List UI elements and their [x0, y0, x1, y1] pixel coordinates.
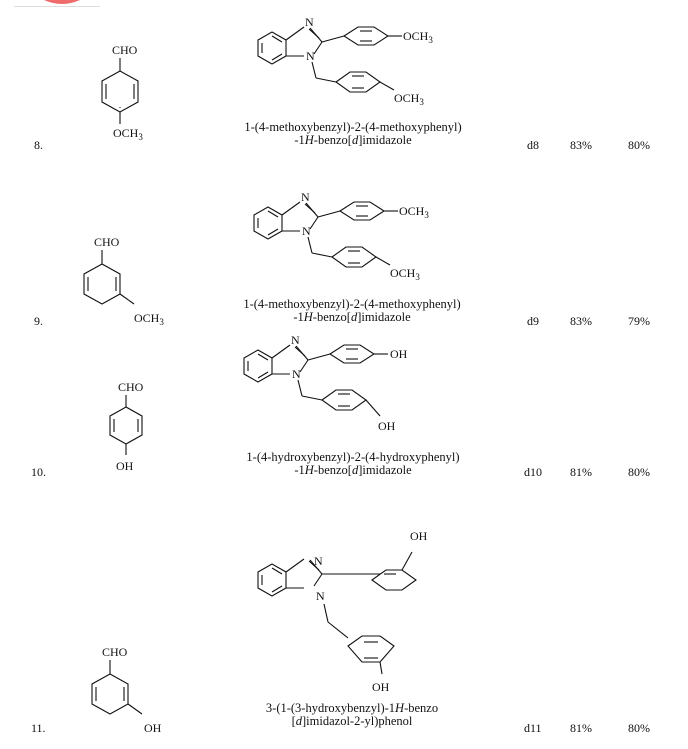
svg-text:OCH3: OCH3 — [113, 126, 143, 142]
amine-n-label: N — [302, 224, 311, 238]
row-number: 8. — [34, 138, 43, 152]
product-structure: N N OCH3 OCH3 — [257, 15, 433, 107]
amine-n-label: N — [316, 589, 325, 603]
amine-n-label: N — [292, 367, 301, 381]
compound-name: 1-(4-methoxybenzyl)-2-(4-methoxyphenyl) … — [244, 120, 462, 147]
yield-1: 81% — [570, 721, 592, 735]
aryl-substituent-label: OCH — [399, 204, 425, 218]
amine-n-label: N — [306, 49, 315, 63]
aldehyde-label: CHO — [102, 645, 128, 659]
yield-2: 80% — [628, 721, 650, 735]
substituent-label: OCH — [113, 126, 139, 140]
imine-n-label: N — [305, 15, 314, 29]
imine-n-label: N — [314, 554, 323, 568]
row-number: 9. — [34, 314, 43, 328]
aryl-substituent-label: OH — [410, 529, 428, 543]
reactant-structure: CHO OCH3 — [83, 235, 164, 327]
compound-code: d8 — [527, 138, 539, 152]
yield-2: 80% — [628, 138, 650, 152]
compound-code: d11 — [524, 721, 542, 735]
substituent-label: OCH — [134, 311, 160, 325]
svg-text:OCH3: OCH3 — [394, 91, 424, 107]
yield-2: 79% — [628, 314, 650, 328]
yield-1: 83% — [570, 314, 592, 328]
compound-code: d10 — [524, 465, 542, 479]
corner-decoration — [14, 0, 100, 7]
svg-text:OCH3: OCH3 — [390, 266, 420, 282]
imine-n-label: N — [291, 333, 300, 347]
compound-code: d9 — [527, 314, 539, 328]
yield-2: 80% — [628, 465, 650, 479]
benzyl-substituent-label: OCH — [394, 91, 420, 105]
compound-name: 1-(4-hydroxybenzyl)-2-(4-hydroxyphenyl) … — [246, 450, 460, 477]
substituent-label: OH — [116, 459, 134, 473]
svg-text:OCH3: OCH3 — [134, 311, 164, 327]
row-number: 10. — [31, 465, 46, 479]
reactant-structure: CHO OCH3 — [101, 43, 143, 142]
aldehyde-label: CHO — [94, 235, 120, 249]
aldehyde-label: CHO — [118, 380, 144, 394]
yield-1: 81% — [570, 465, 592, 479]
yield-1: 83% — [570, 138, 592, 152]
compound-name: 3-(1-(3-hydroxybenzyl)-1H-benzo [d]imida… — [265, 701, 439, 728]
product-structure: N N OCH3 OCH3 — [253, 190, 429, 282]
aryl-substituent-label: OH — [390, 347, 408, 361]
aryl-substituent-label: OCH — [403, 29, 429, 43]
compound-name: 1-(4-methoxybenzyl)-2-(4-methoxyphenyl) … — [243, 297, 461, 324]
product-structure: N N OH OH — [257, 529, 428, 694]
substituent-label: OH — [144, 721, 162, 735]
aldehyde-label: CHO — [112, 43, 138, 57]
svg-text:OCH3: OCH3 — [403, 29, 433, 45]
imine-n-label: N — [301, 190, 310, 204]
reactant-structure: CHO OH — [109, 380, 144, 473]
product-structure: N N OH OH — [243, 333, 408, 433]
svg-text:OCH3: OCH3 — [399, 204, 429, 220]
reactant-structure: CHO OH — [91, 645, 162, 735]
row-number: 11. — [31, 721, 46, 735]
benzyl-substituent-label: OH — [372, 680, 390, 694]
benzyl-substituent-label: OCH — [390, 266, 416, 280]
benzyl-substituent-label: OH — [378, 419, 396, 433]
